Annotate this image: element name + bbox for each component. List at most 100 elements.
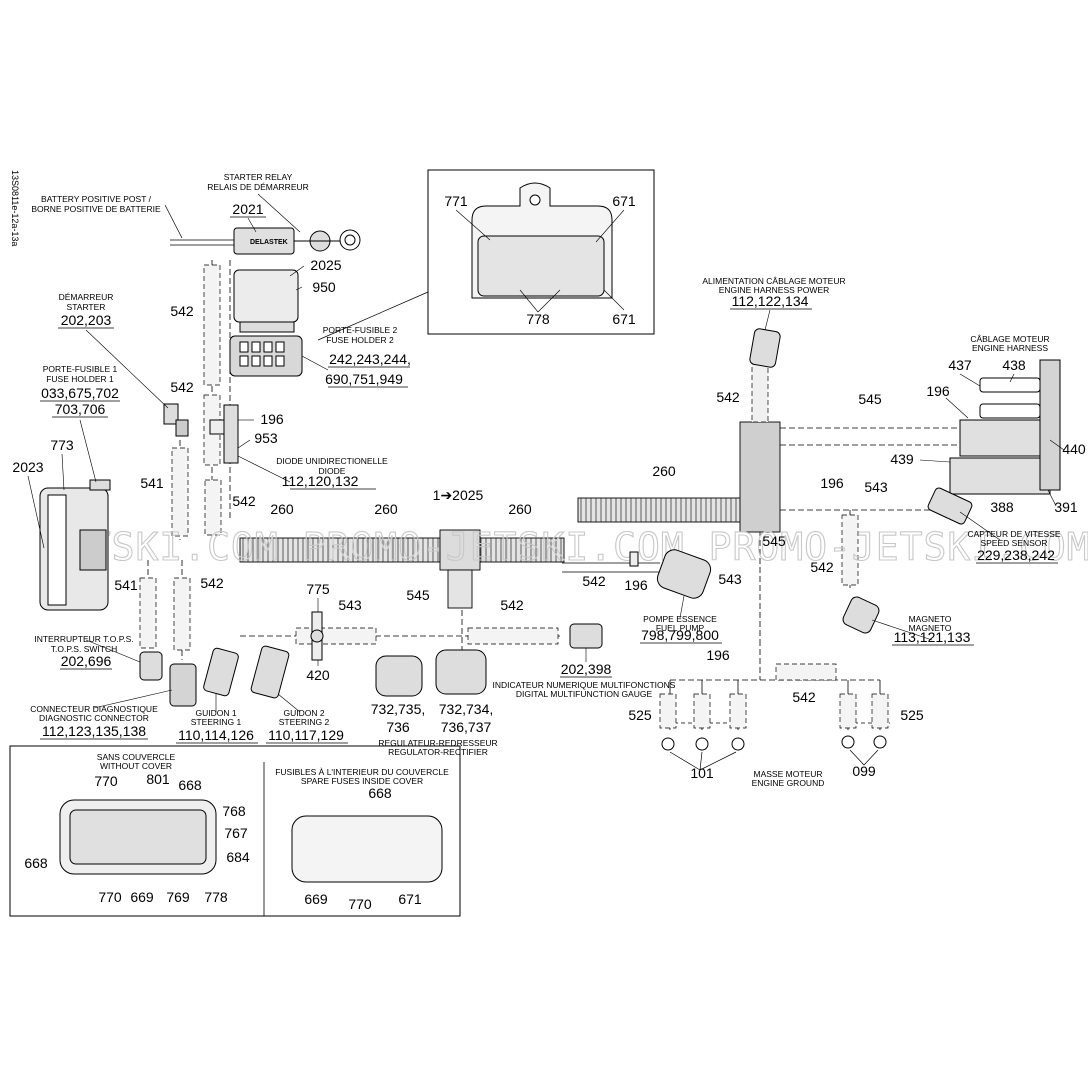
- callout-420: 420: [306, 667, 330, 683]
- starter-parts: 202,203: [61, 312, 112, 328]
- callout-439: 439: [890, 451, 914, 467]
- callout-388: 388: [990, 499, 1014, 515]
- callout-525a: 525: [628, 707, 652, 723]
- starter-relay-label-fr: RELAIS DE DÉMARREUR: [207, 182, 309, 192]
- callout-668a: 668: [178, 777, 202, 793]
- regulator-parts-a2: 736: [386, 719, 410, 735]
- callout-543c: 543: [864, 479, 888, 495]
- fuse-holder2-parts1: 242,243,244,: [329, 351, 411, 367]
- callout-437: 437: [948, 357, 972, 373]
- labels: STARTER RELAY RELAIS DE DÉMARREUR 2021 B…: [12, 172, 1085, 912]
- engine-harness-power-label: ENGINE HARNESS POWER: [719, 285, 830, 295]
- tops-switch-label-fr: INTERRUPTEUR T.O.P.S.: [34, 634, 133, 644]
- fuse-holder2-label-fr: PORTE-FUSIBLE 2: [323, 325, 398, 335]
- fuel-pump-label: FUEL PUMP: [656, 623, 705, 633]
- callout-669b: 669: [304, 891, 328, 907]
- callout-770a: 770: [94, 773, 118, 789]
- fuse-holder-without-cover: [59, 799, 217, 875]
- speed-sensor-connector: [927, 487, 973, 525]
- fuse-holder1-parts1: 033,675,702: [41, 385, 119, 401]
- starter-connector: [163, 403, 189, 437]
- harness-sleeve: [739, 421, 781, 533]
- callout-391: 391: [1054, 499, 1078, 515]
- callout-545b: 545: [762, 533, 786, 549]
- starter-relay-label: STARTER RELAY: [224, 172, 293, 182]
- tops-switch-parts: 202,696: [61, 653, 112, 669]
- callout-542h: 542: [792, 689, 816, 705]
- gauge-label-fr: INDICATEUR NUMERIQUE MULTIFONCTIONS: [493, 680, 676, 690]
- callout-669a: 669: [130, 889, 154, 905]
- fuse-holder1-label-fr: PORTE-FUSIBLE 1: [43, 364, 118, 374]
- engine-harness-label-fr: CÂBLAGE MOTEUR: [970, 334, 1049, 344]
- relay-brand: DELASTEK: [250, 239, 288, 246]
- steering-1-connector: [203, 647, 239, 697]
- steering1-parts: 110,114,126: [178, 727, 254, 743]
- engine-harness-power-connector: [749, 328, 781, 368]
- callout-2023: 2023: [12, 459, 43, 475]
- callout-778b: 778: [204, 889, 228, 905]
- battery-post-label-fr: BORNE POSITIVE DE BATTERIE: [31, 204, 161, 214]
- battery-post-label: BATTERY POSITIVE POST /: [41, 194, 152, 204]
- engine-ground-label: ENGINE GROUND: [752, 778, 825, 788]
- callout-684: 684: [226, 849, 250, 865]
- callout-545a: 545: [406, 587, 430, 603]
- callout-767: 767: [224, 825, 248, 841]
- sleeve-upper: [751, 359, 769, 423]
- diag-label: DIAGNOSTIC CONNECTOR: [39, 713, 149, 723]
- callout-101: 101: [690, 765, 714, 781]
- starter-label-fr: DÉMARREUR: [59, 292, 114, 302]
- diode: [209, 404, 239, 464]
- engine-harness-connectors: [949, 359, 1061, 495]
- fuel-pump-connector: [656, 549, 712, 599]
- callout-196c: 196: [706, 647, 730, 663]
- wire-sleeves: [139, 264, 889, 729]
- starter-label: STARTER: [67, 302, 106, 312]
- callout-542b: 542: [170, 379, 194, 395]
- callout-542c: 542: [232, 493, 256, 509]
- steering-2-connector: [250, 645, 290, 699]
- diag-label-fr: CONNECTEUR DIAGNOSTIQUE: [30, 704, 158, 714]
- callout-196e: 196: [926, 383, 950, 399]
- regulator-label-fr: REGULATEUR-REDRESSEUR: [378, 738, 497, 748]
- callout-801: 801: [146, 771, 170, 787]
- magneto-connector: [842, 596, 880, 634]
- callout-542d: 542: [200, 575, 224, 591]
- gauge-parts: 202,398: [561, 661, 612, 677]
- callout-668b: 668: [24, 855, 48, 871]
- fuse-holder-2: [229, 269, 303, 377]
- diag-parts: 112,123,135,138: [42, 723, 146, 739]
- callout-671b: 671: [612, 311, 636, 327]
- callout-099: 099: [852, 763, 876, 779]
- gauge-connector: [569, 623, 603, 649]
- callout-196b: 196: [624, 577, 648, 593]
- callout-768: 768: [222, 803, 246, 819]
- regulator-connector-a: [375, 655, 423, 697]
- callout-773: 773: [50, 437, 74, 453]
- callout-260c: 260: [508, 501, 532, 517]
- callout-260a: 260: [270, 501, 294, 517]
- steering2-parts: 110,117,129: [268, 727, 344, 743]
- tops-switch: [139, 651, 163, 681]
- callout-950: 950: [312, 279, 336, 295]
- callout-542f: 542: [582, 573, 606, 589]
- callout-671a: 671: [612, 193, 636, 209]
- spare-fuses-label: SPARE FUSES INSIDE COVER: [301, 776, 423, 786]
- conduit-260: [239, 497, 749, 609]
- steering1-label: STEERING 1: [191, 717, 242, 727]
- leader-lines: [27, 193, 1065, 713]
- callout-2025: 2025: [310, 257, 341, 273]
- callout-tee-ref: 1➔2025: [433, 487, 484, 503]
- diagnostic-connector: [169, 663, 197, 707]
- ground-terminals: [661, 735, 887, 751]
- callout-543a: 543: [338, 597, 362, 613]
- callout-543b: 543: [718, 571, 742, 587]
- fuse-holder2-parts2: 690,751,949: [325, 371, 403, 387]
- callout-770c: 770: [348, 896, 372, 912]
- callout-542e: 542: [500, 597, 524, 613]
- fuse-196: [629, 551, 639, 567]
- callout-525b: 525: [900, 707, 924, 723]
- engine-harness-power-parts: 112,122,134: [732, 293, 809, 309]
- callout-541b: 541: [114, 577, 138, 593]
- callout-775: 775: [306, 581, 330, 597]
- fusebox-top-drawing: [471, 182, 613, 299]
